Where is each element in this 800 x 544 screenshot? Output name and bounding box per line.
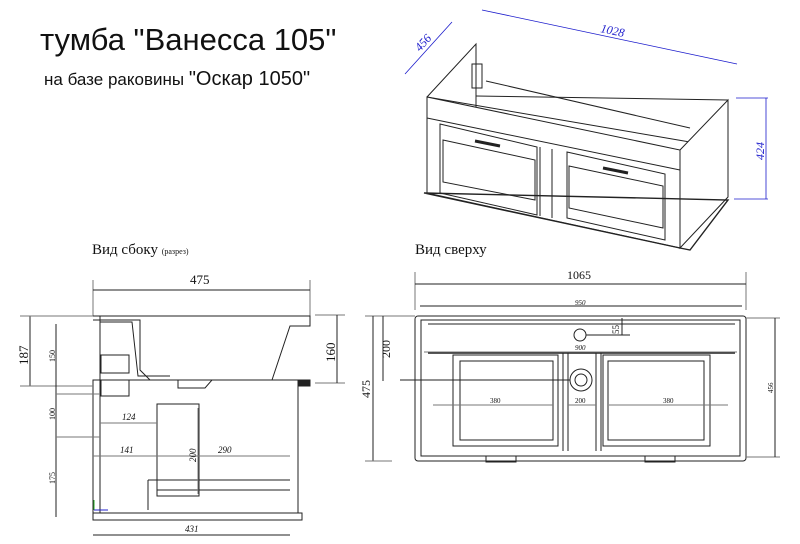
top-dim-bowl-right: 380 [663, 397, 674, 405]
top-dim-55: 55 [611, 325, 621, 335]
side-dim-200: 200 [188, 448, 198, 462]
iso-width-label: 1028 [599, 21, 625, 40]
top-dim-bowl-left: 380 [490, 397, 501, 405]
page-subtitle: на базе раковины "Оскар 1050" [44, 68, 310, 91]
side-dim-175: 175 [48, 472, 57, 484]
top-dim-475: 475 [359, 380, 373, 398]
side-dim-150: 150 [48, 350, 57, 362]
side-view-drawing [20, 280, 345, 536]
top-dim-200: 200 [379, 340, 393, 358]
axis-gizmo [93, 500, 108, 511]
top-dim-950: 950 [575, 299, 586, 307]
side-dim-475: 475 [190, 272, 210, 287]
side-dim-124: 124 [122, 412, 136, 422]
top-view-drawing [365, 272, 780, 463]
side-dim-290: 290 [218, 445, 232, 455]
top-dim-456: 456 [767, 382, 775, 393]
isometric-dimensions [404, 9, 768, 200]
subtitle-prefix: на базе раковины [44, 70, 189, 89]
top-dim-1065: 1065 [567, 268, 591, 282]
side-dim-100: 100 [48, 408, 57, 420]
top-view-caption: Вид сверху [415, 242, 487, 258]
side-dim-141: 141 [120, 445, 134, 455]
top-dim-center: 200 [575, 397, 586, 405]
side-view-caption: Вид сбоку (разрез) [92, 242, 189, 259]
page-title: тумба "Ванесса 105" [40, 22, 337, 57]
side-view-caption-text: Вид сбоку [92, 242, 158, 258]
iso-depth-label: 456 [412, 31, 434, 54]
side-dim-160: 160 [323, 343, 338, 363]
isometric-cabinet [423, 42, 730, 251]
top-dim-900: 900 [575, 344, 586, 352]
side-dim-187: 187 [16, 345, 31, 365]
side-view-caption-note: (разрез) [161, 247, 189, 256]
side-dim-431: 431 [185, 524, 199, 534]
iso-height-label: 424 [753, 142, 767, 160]
subtitle-model: "Оскар 1050" [188, 68, 311, 90]
